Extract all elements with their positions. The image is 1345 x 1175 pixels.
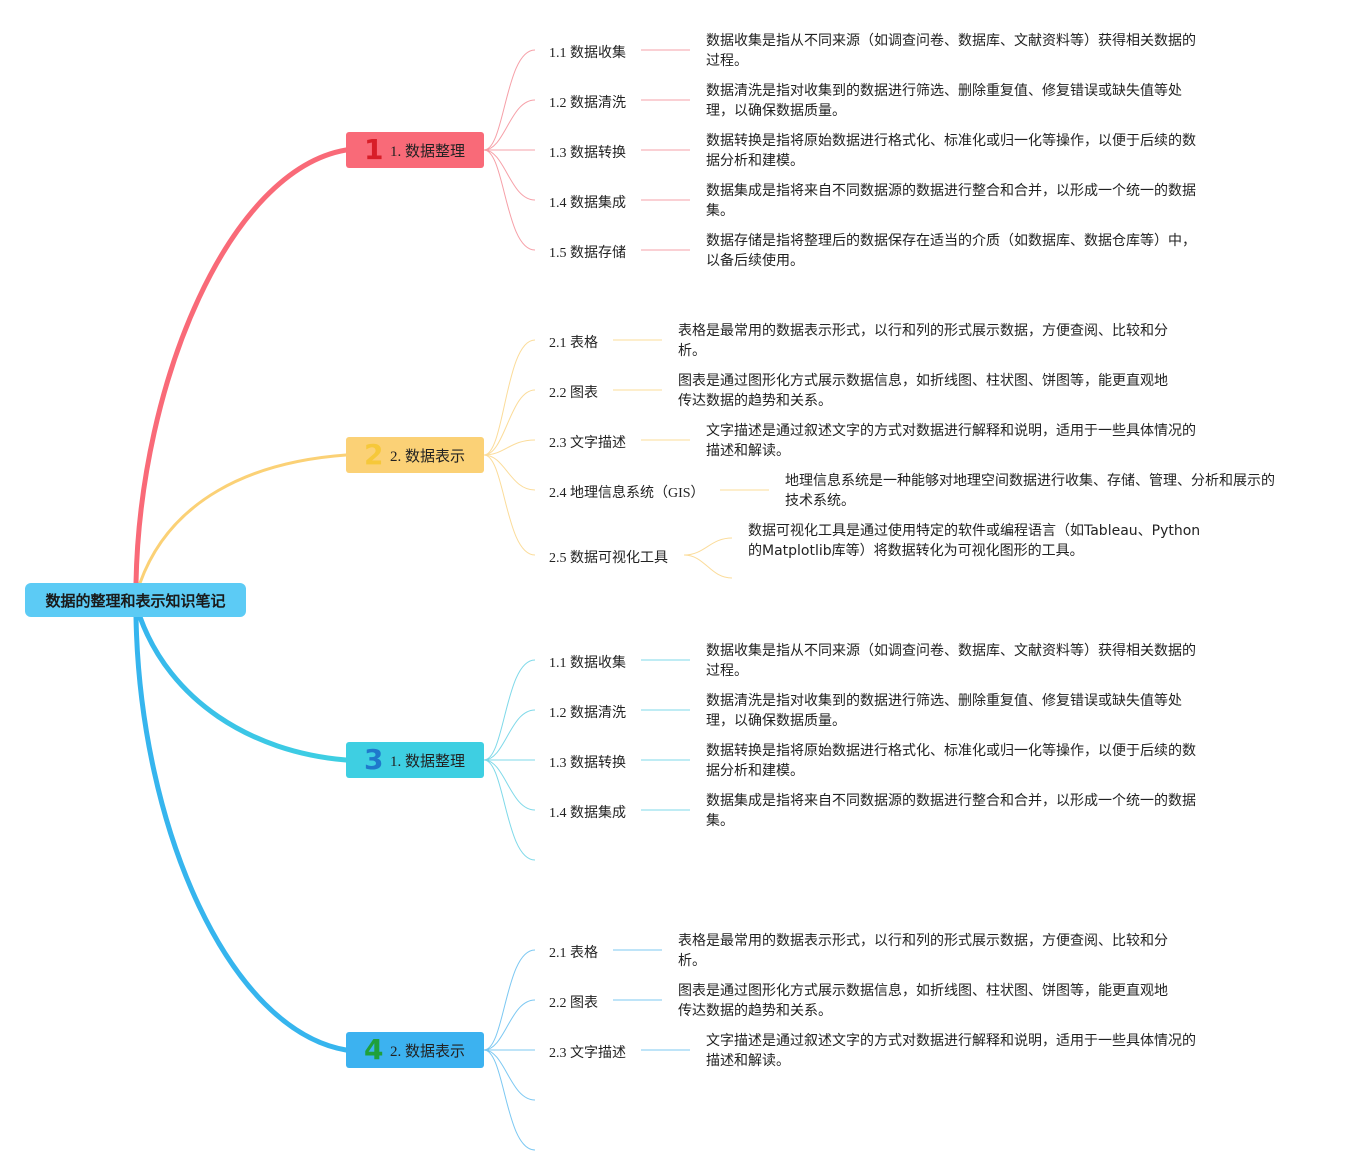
fan-4-4 (483, 1049, 536, 1101)
topic-1-1[interactable]: 1.1 数据收集 (549, 46, 626, 61)
branch-node-3[interactable]: 3 1. 数据整理 (346, 742, 484, 778)
note-3-3[interactable]: 数据转换是指将原始数据进行格式化、标准化或归一化等操作，以便于后续的数据分析和建… (706, 743, 1196, 779)
topic-4-2[interactable]: 2.2 图表 (549, 996, 598, 1011)
fan-2-3 (483, 439, 536, 456)
note-4-2[interactable]: 图表是通过图形化方式展示数据信息，如折线图、柱状图、饼图等，能更直观地传达数据的… (678, 983, 1168, 1019)
fan-4-5 (483, 1049, 536, 1151)
root-title: 数据的整理和表示知识笔记 (45, 591, 226, 610)
fan-1-2 (483, 99, 536, 151)
connector-root-branch-4 (133, 614, 349, 1053)
note-2-5[interactable]: 数据可视化工具是通过使用特定的软件或编程语言（如Tableau、Python的M… (748, 523, 1201, 559)
note-1-2[interactable]: 数据清洗是指对收集到的数据进行筛选、删除重复值、修复错误或缺失值等处理，以确保数… (706, 83, 1182, 119)
topic-2-4[interactable]: 2.4 地理信息系统（GIS） (549, 486, 705, 501)
branch-label-1: 1. 数据整理 (390, 143, 466, 160)
note-2-3[interactable]: 文字描述是通过叙述文字的方式对数据进行解释和说明，适用于一些具体情况的描述和解读… (706, 423, 1196, 459)
topic-3-3[interactable]: 1.3 数据转换 (549, 756, 626, 771)
branch-node-2[interactable]: 2 2. 数据表示 (346, 437, 484, 473)
topic-1-4[interactable]: 1.4 数据集成 (549, 196, 626, 211)
fan-2-4 (483, 454, 536, 491)
fan-3-2 (483, 709, 536, 761)
topic-2-3[interactable]: 2.3 文字描述 (549, 436, 626, 451)
topic-1-5[interactable]: 1.5 数据存储 (549, 246, 626, 261)
fan-2-5 (483, 454, 536, 556)
topic-4-3[interactable]: 2.3 文字描述 (549, 1046, 626, 1061)
priority-marker-3-icon: 3 (364, 743, 384, 776)
priority-marker-2-icon: 2 (364, 438, 384, 471)
topic-3-4[interactable]: 1.4 数据集成 (549, 806, 626, 821)
note-3-1[interactable]: 数据收集是指从不同来源（如调查问卷、数据库、文献资料等）获得相关数据的过程。 (706, 643, 1196, 679)
topic-2-1[interactable]: 2.1 表格 (549, 336, 598, 351)
fan-1-4 (483, 149, 536, 201)
note-1-4[interactable]: 数据集成是指将来自不同数据源的数据进行整合和合并，以形成一个统一的数据集。 (706, 183, 1196, 219)
branch-label-4: 2. 数据表示 (390, 1043, 466, 1060)
connector-root-branch-3 (137, 614, 349, 763)
note-2-4[interactable]: 地理信息系统是一种能够对地理空间数据进行收集、存储、管理、分析和展示的技术系统。 (785, 473, 1275, 509)
fan-3-4 (483, 759, 536, 811)
connector-root-branch-2 (138, 453, 348, 585)
topic-2-5[interactable]: 2.5 数据可视化工具 (549, 551, 668, 566)
topic-1-3[interactable]: 1.3 数据转换 (549, 146, 626, 161)
note-2-1[interactable]: 表格是最常用的数据表示形式，以行和列的形式展示数据，方便查阅、比较和分析。 (678, 323, 1168, 359)
priority-marker-1-icon: 1 (364, 133, 384, 166)
link-2-5-fork (683, 537, 733, 579)
branch-node-1[interactable]: 1 1. 数据整理 (346, 132, 484, 168)
priority-marker-4-icon: 4 (364, 1033, 384, 1066)
fan-1-5 (483, 149, 536, 251)
topic-2-2[interactable]: 2.2 图表 (549, 386, 598, 401)
topic-1-2[interactable]: 1.2 数据清洗 (549, 96, 626, 111)
fan-4-2 (483, 999, 536, 1051)
note-1-5[interactable]: 数据存储是指将整理后的数据保存在适当的介质（如数据库、数据仓库等）中，以备后续使… (706, 233, 1196, 269)
note-3-2[interactable]: 数据清洗是指对收集到的数据进行筛选、删除重复值、修复错误或缺失值等处理，以确保数… (706, 693, 1182, 729)
topic-4-1[interactable]: 2.1 表格 (549, 946, 598, 961)
note-1-3[interactable]: 数据转换是指将原始数据进行格式化、标准化或归一化等操作，以便于后续的数据分析和建… (706, 133, 1196, 169)
note-2-2[interactable]: 图表是通过图形化方式展示数据信息，如折线图、柱状图、饼图等，能更直观地传达数据的… (678, 373, 1168, 409)
fan-2-1 (483, 339, 536, 456)
topic-3-1[interactable]: 1.1 数据收集 (549, 656, 626, 671)
fan-3-5 (483, 759, 536, 861)
root-node[interactable]: 数据的整理和表示知识笔记 (25, 583, 246, 617)
fan-3-1 (483, 659, 536, 761)
fan-2-2 (483, 389, 536, 456)
branch-label-2: 2. 数据表示 (390, 448, 466, 465)
connector-root-branch-1 (133, 147, 349, 586)
fan-4-1 (483, 949, 536, 1051)
note-3-4[interactable]: 数据集成是指将来自不同数据源的数据进行整合和合并，以形成一个统一的数据集。 (706, 793, 1196, 829)
fan-1-1 (483, 49, 536, 151)
branch-label-3: 1. 数据整理 (390, 753, 466, 770)
note-4-1[interactable]: 表格是最常用的数据表示形式，以行和列的形式展示数据，方便查阅、比较和分析。 (678, 933, 1168, 969)
topic-3-2[interactable]: 1.2 数据清洗 (549, 706, 626, 721)
note-1-1[interactable]: 数据收集是指从不同来源（如调查问卷、数据库、文献资料等）获得相关数据的过程。 (706, 33, 1196, 69)
branch-node-4[interactable]: 4 2. 数据表示 (346, 1032, 484, 1068)
note-4-3[interactable]: 文字描述是通过叙述文字的方式对数据进行解释和说明，适用于一些具体情况的描述和解读… (706, 1033, 1196, 1069)
